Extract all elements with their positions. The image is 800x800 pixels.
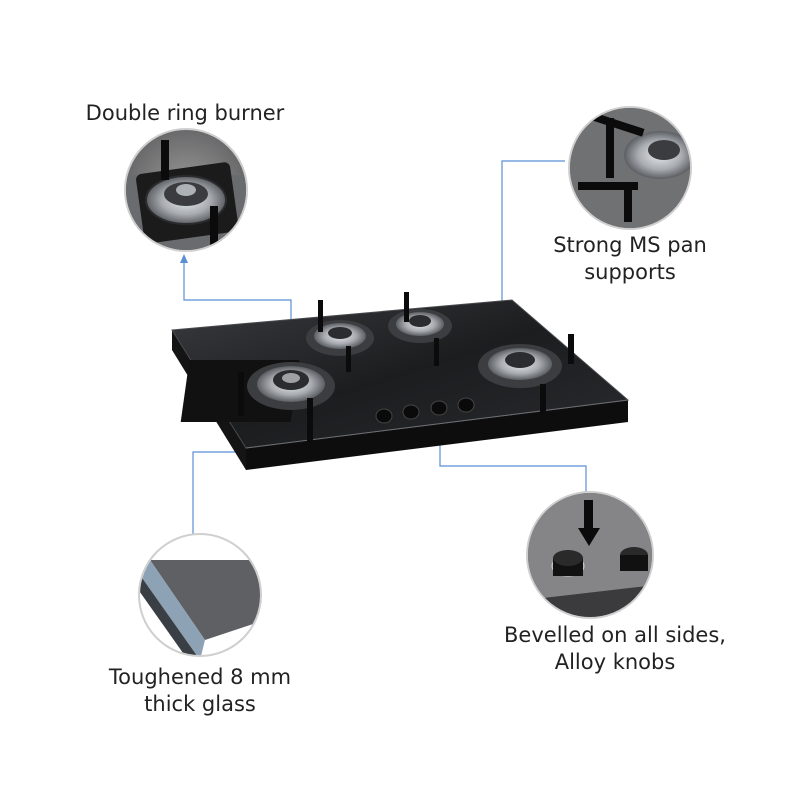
knob-row	[375, 397, 475, 424]
zoom-knobs	[526, 491, 654, 619]
callout-text: Toughened 8 mm	[108, 665, 292, 689]
callout-alloy-knobs: Bevelled on all sides, Alloy knobs	[470, 622, 760, 676]
zoom-pan-supports	[568, 106, 692, 230]
zoom-glass-edge	[138, 533, 262, 657]
callout-text: supports	[584, 260, 676, 284]
knob-icon	[375, 408, 393, 424]
leader-pan	[501, 160, 565, 336]
callout-text: Strong MS pan	[553, 233, 707, 257]
burner-back-left	[306, 300, 374, 372]
leader-glass	[192, 451, 243, 535]
burner-front-right	[478, 334, 574, 414]
glass-edge-icon	[140, 560, 260, 655]
callout-pan-supports: Strong MS pan supports	[540, 232, 720, 286]
callout-double-ring-burner: Double ring burner	[60, 100, 310, 127]
callout-text: Alloy knobs	[554, 650, 676, 674]
callout-text: Double ring burner	[85, 101, 285, 125]
cooktop	[171, 292, 630, 470]
callout-text: Bevelled on all sides,	[504, 623, 726, 647]
zoom-burner	[124, 128, 248, 252]
callout-text: thick glass	[144, 692, 256, 716]
burner-back-right	[388, 292, 452, 366]
burner-front-left	[180, 360, 335, 442]
callout-toughened-glass: Toughened 8 mm thick glass	[90, 664, 310, 718]
